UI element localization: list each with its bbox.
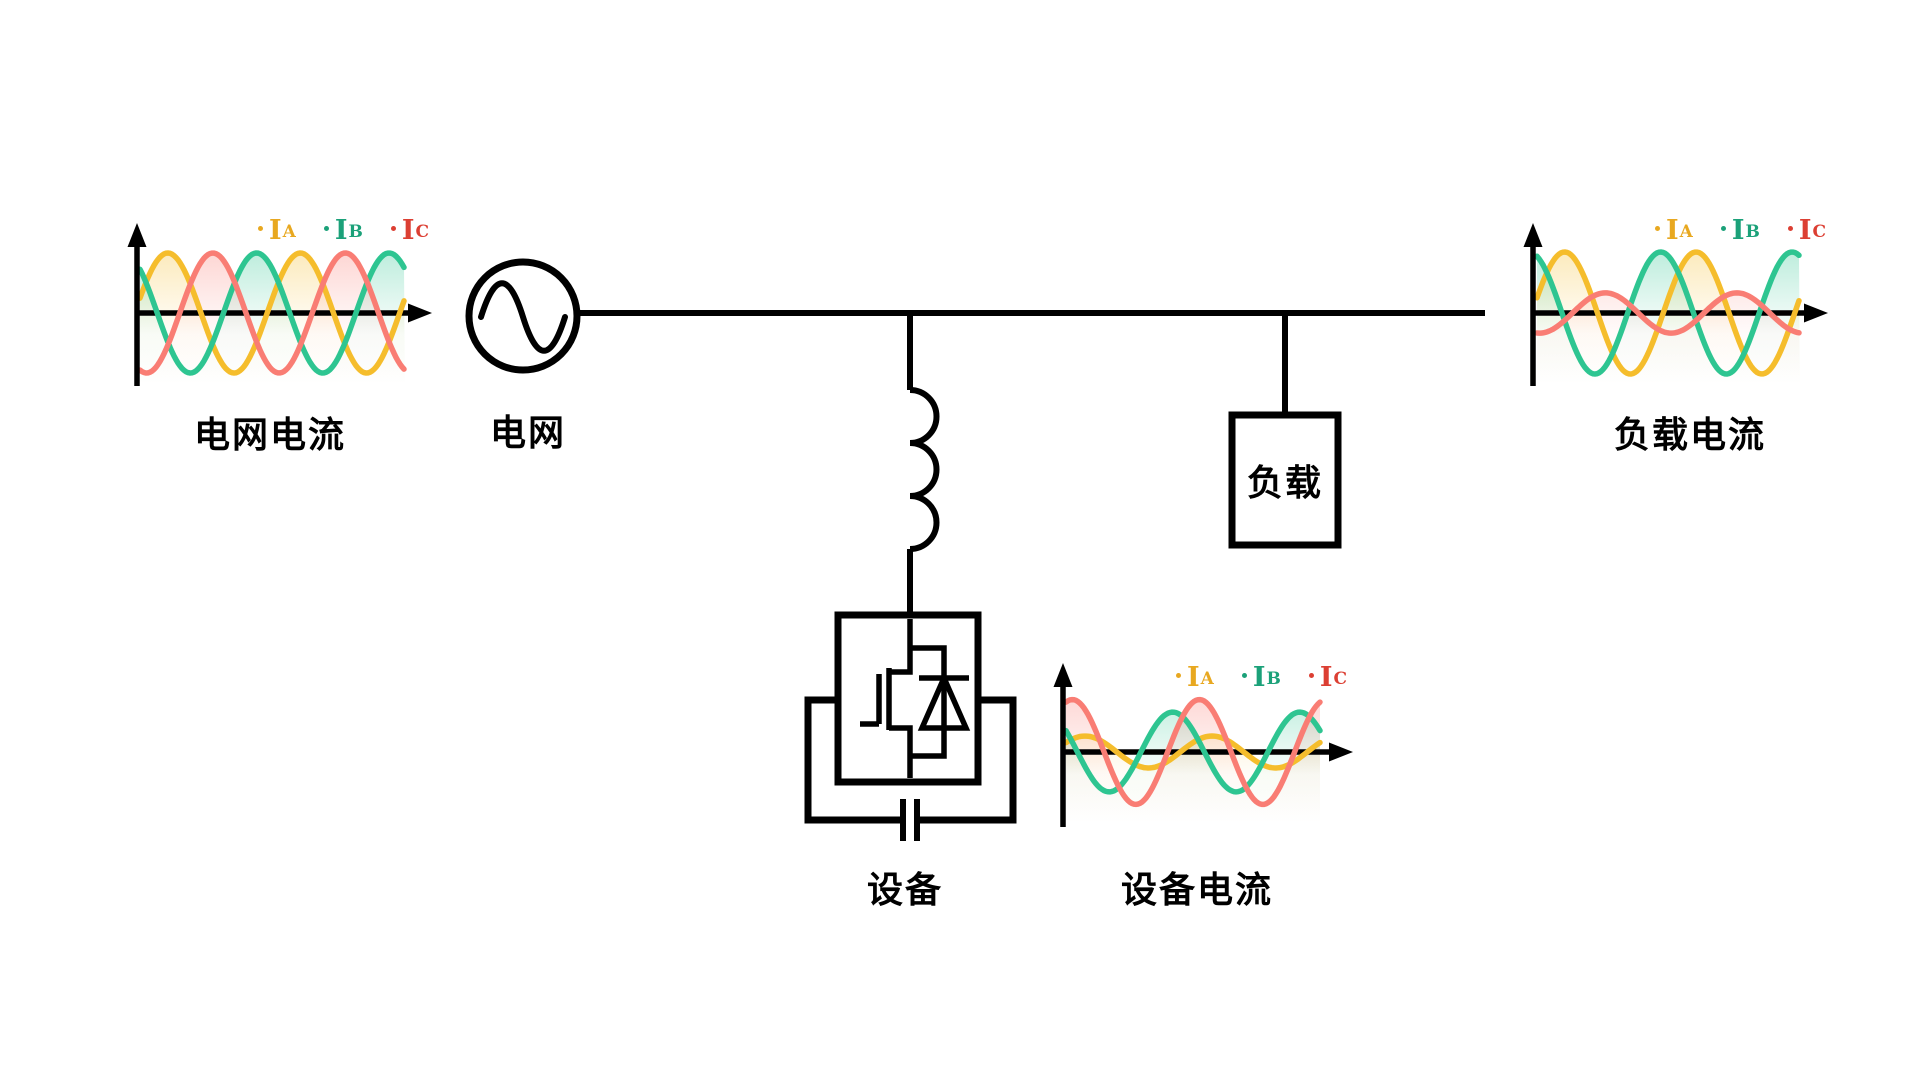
legend-label-ic: I (1798, 215, 1812, 246)
device-current-wave-IC (1063, 696, 1323, 808)
load-current-y-arrow-icon (1523, 223, 1543, 247)
legend-dot-ic-icon (390, 226, 396, 231)
legend-sub-ic: C (1333, 669, 1348, 689)
legend-label-ic: I (1319, 662, 1333, 693)
device-current-wave-IA (1063, 733, 1323, 771)
legend-sub-ia: A (1200, 669, 1214, 689)
device-current-wave-IB (1063, 709, 1323, 795)
legend-dot-ia-icon (1655, 226, 1660, 231)
load-current-wave-IA (1534, 249, 1802, 377)
legend-dot-ib-icon (1241, 673, 1247, 678)
legend-label-ic: I (401, 215, 415, 246)
grid-current-wave-IC (137, 250, 407, 376)
legend-sub-ib: B (1266, 669, 1281, 689)
legend-sub-ib: B (348, 222, 363, 242)
load-box (1228, 411, 1342, 549)
grid-label: 电网 (489, 412, 567, 453)
legend-dot-ib-icon (1720, 226, 1726, 231)
device-current-fill-IC (1066, 699, 1320, 822)
grid-current-wave-IA (137, 250, 407, 376)
legend-label-ib: I (1731, 215, 1745, 246)
device-current-label: 设备电流 (1120, 869, 1274, 910)
grid-current-x-arrow-icon (408, 303, 432, 323)
grid-current-wave-IB (137, 250, 407, 376)
device-current-x-arrow-icon (1329, 742, 1353, 762)
grid-current-label: 电网电流 (193, 414, 347, 455)
legend-dot-ia-icon (258, 226, 263, 231)
legend-sub-ia: A (1679, 222, 1693, 242)
legend-dot-ib-icon (323, 226, 329, 231)
load-current-x-arrow-icon (1804, 303, 1828, 323)
legend-dot-ia-icon (1176, 673, 1181, 678)
load-current-chart (1523, 223, 1828, 386)
legend-label-ia: I (269, 215, 282, 246)
legend-dot-ic-icon (1308, 673, 1314, 678)
legend-sub-ic: C (415, 222, 430, 242)
ac-source-sine-icon (478, 280, 568, 354)
load-current-wave-IB (1534, 249, 1802, 377)
grid-current-fill-IB (140, 253, 405, 383)
device-label: 设备 (866, 869, 944, 910)
load-current-label: 负载电流 (1613, 414, 1767, 455)
legend-label-ib: I (334, 215, 348, 246)
legend-dot-ic-icon (1787, 226, 1793, 231)
legend-sub-ic: C (1812, 222, 1827, 242)
load-current-fill-IB (1537, 252, 1800, 383)
igbt-diode-symbol-icon (860, 619, 971, 778)
inductor-coil-icon (909, 387, 940, 552)
legend-label-ia: I (1187, 662, 1200, 693)
capacitor-icon (900, 799, 920, 841)
legend-sub-ib: B (1745, 222, 1760, 242)
load-label: 负载 (1246, 462, 1324, 503)
dc-link-loop (804, 696, 1017, 824)
device-current-chart (1053, 663, 1353, 827)
grid-current-y-arrow-icon (127, 223, 147, 247)
legend-label-ib: I (1252, 662, 1266, 693)
legend-label-ia: I (1666, 215, 1679, 246)
device-current-y-arrow-icon (1053, 663, 1073, 687)
legend-sub-ia: A (282, 222, 296, 242)
load-current-wave-IC (1534, 290, 1802, 336)
grid-current-chart (127, 223, 432, 386)
